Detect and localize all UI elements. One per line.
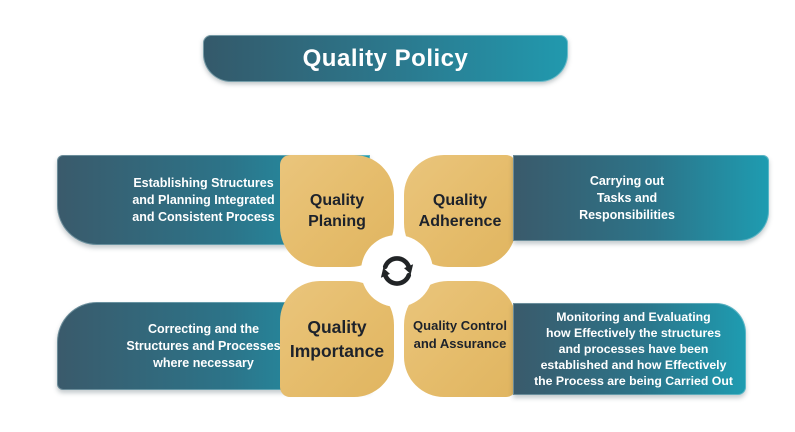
petal-label: Quality Importance bbox=[290, 315, 384, 363]
title-banner: Quality Policy bbox=[203, 35, 568, 82]
description-line: and processes have been bbox=[558, 342, 709, 356]
description-line: Establishing Structures bbox=[133, 175, 274, 190]
description-line: Correcting and the bbox=[147, 321, 260, 336]
description-line: the Process are being Carried Out bbox=[534, 374, 733, 388]
description-text: Monitoring and Evaluating how Effectivel… bbox=[534, 309, 733, 389]
description-text: Correcting and the Structures and Proces… bbox=[126, 321, 280, 372]
petal-label-line: Importance bbox=[289, 341, 385, 361]
description-line: Structures and Processes bbox=[126, 338, 281, 353]
petal-quality-control-assurance: Quality Control and Assurance bbox=[404, 281, 516, 397]
description-line: where necessary bbox=[153, 355, 254, 370]
petal-label-line: Quality bbox=[309, 192, 365, 209]
description-line: established and how Effectively bbox=[540, 358, 727, 372]
petal-label-line: Quality bbox=[307, 317, 367, 337]
center-circle bbox=[361, 235, 433, 307]
description-line: how Effectively the structures bbox=[546, 326, 721, 340]
petal-label-line: Quality bbox=[432, 192, 488, 209]
petal-label-line: Planing bbox=[308, 213, 366, 230]
petal-label-line: Quality Control bbox=[413, 318, 507, 333]
description-line: and Consistent Process bbox=[132, 209, 275, 224]
page-title: Quality Policy bbox=[302, 44, 469, 72]
description-text: Carrying out Tasks and Responsibilities bbox=[579, 173, 675, 224]
petal-label-line: and Assurance bbox=[413, 336, 507, 351]
description-box-bottom-right: Monitoring and Evaluating how Effectivel… bbox=[513, 303, 746, 395]
petal-label: Quality Adherence bbox=[419, 190, 502, 232]
sync-arrows-icon bbox=[380, 256, 414, 286]
petal-label: Quality Planing bbox=[308, 190, 366, 232]
description-line: Tasks and bbox=[596, 190, 658, 205]
petal-label-line: Adherence bbox=[418, 213, 502, 230]
description-line: and Planning Integrated bbox=[132, 192, 275, 207]
description-text: Establishing Structures and Planning Int… bbox=[132, 175, 274, 226]
description-line: Carrying out bbox=[589, 173, 665, 188]
description-line: Responsibilities bbox=[579, 207, 675, 222]
petal-quality-importance: Quality Importance bbox=[280, 281, 394, 397]
description-box-top-right: Carrying out Tasks and Responsibilities bbox=[513, 155, 769, 241]
petal-label: Quality Control and Assurance bbox=[413, 317, 507, 353]
description-line: Monitoring and Evaluating bbox=[556, 310, 711, 324]
